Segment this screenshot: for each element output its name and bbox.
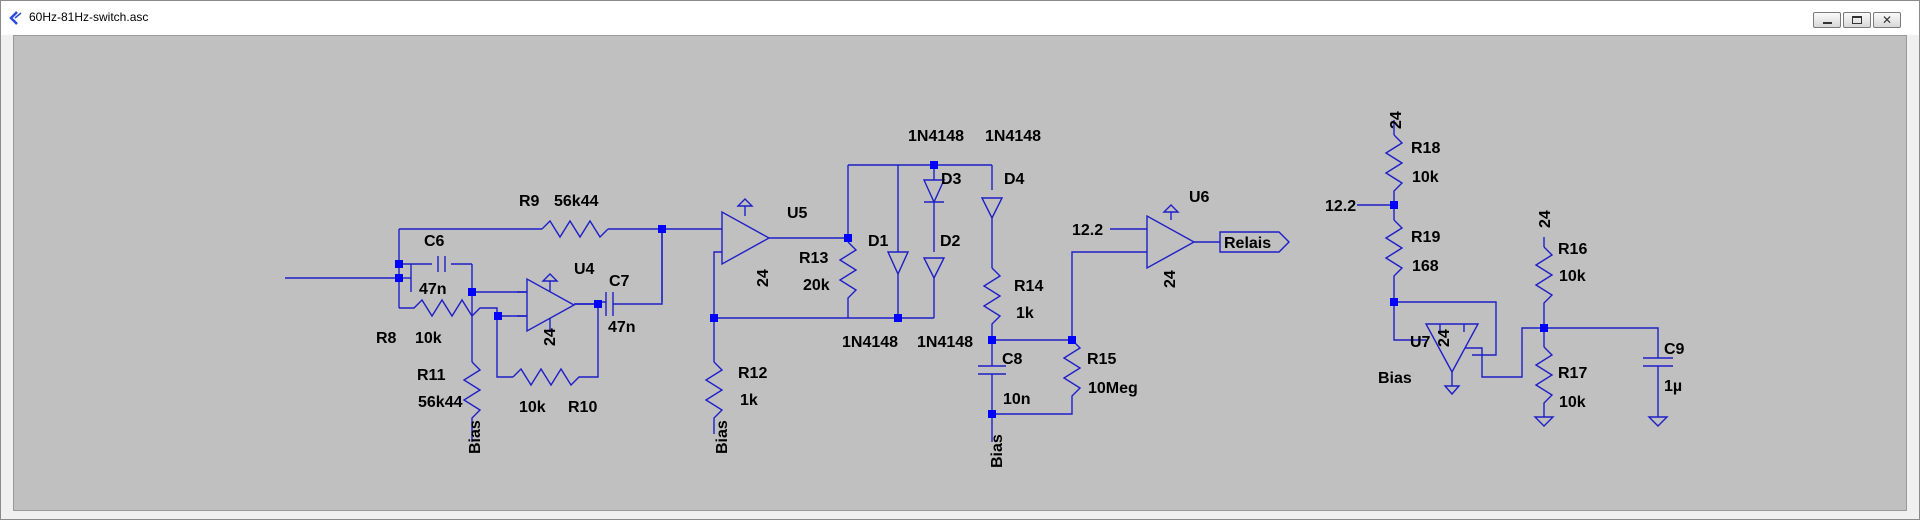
label-r15: R15 bbox=[1087, 351, 1116, 368]
label-r17-value: 10k bbox=[1559, 394, 1586, 411]
label-r8: R8 bbox=[376, 330, 397, 347]
close-button[interactable]: ✕ bbox=[1873, 12, 1901, 28]
label-u6-supply: 24 bbox=[1162, 270, 1179, 288]
ltspice-icon bbox=[9, 11, 22, 25]
label-d2: D2 bbox=[940, 233, 961, 250]
window-title: 60Hz-81Hz-switch.asc bbox=[29, 10, 149, 24]
label-r19: R19 bbox=[1411, 229, 1440, 246]
label-r12: R12 bbox=[738, 365, 767, 382]
label-d1: D1 bbox=[868, 233, 889, 250]
label-r18: R18 bbox=[1411, 140, 1440, 157]
label-r9: R9 bbox=[519, 193, 540, 210]
label-c7: C7 bbox=[609, 273, 630, 290]
label-r17: R17 bbox=[1558, 365, 1587, 382]
label-u7-supply: 24 bbox=[1436, 329, 1453, 347]
label-relais: Relais bbox=[1224, 235, 1271, 252]
label-c7-value: 47n bbox=[608, 319, 636, 336]
label-r9-value: 56k44 bbox=[554, 193, 599, 210]
label-c6: C6 bbox=[424, 233, 445, 250]
wires bbox=[285, 120, 1673, 442]
label-u6-input: 12.2 bbox=[1072, 222, 1103, 239]
label-c8: C8 bbox=[1002, 351, 1023, 368]
maximize-button[interactable] bbox=[1843, 12, 1871, 28]
label-u5: U5 bbox=[787, 205, 808, 222]
label-r19-value: 168 bbox=[1412, 258, 1439, 275]
label-r13: R13 bbox=[799, 250, 828, 267]
label-bias-1: Bias bbox=[467, 420, 484, 454]
label-r8-value: 10k bbox=[415, 330, 442, 347]
label-d3: D3 bbox=[941, 171, 962, 188]
label-r18-value: 10k bbox=[1412, 169, 1439, 186]
maximize-icon bbox=[1852, 16, 1862, 24]
close-icon: ✕ bbox=[1881, 13, 1893, 27]
label-c6-value: 47n bbox=[419, 281, 447, 298]
circuit-schematic: R9 56k44 C6 47n R8 10k R11 56k44 Bias U4… bbox=[285, 111, 1685, 468]
label-r11-value: 56k44 bbox=[418, 394, 463, 411]
label-r15-value: 10Meg bbox=[1088, 380, 1138, 397]
label-r11: R11 bbox=[417, 367, 446, 384]
label-c8-value: 10n bbox=[1003, 391, 1031, 408]
label-r16-supply: 24 bbox=[1537, 210, 1554, 228]
component-labels: R9 56k44 C6 47n R8 10k R11 56k44 Bias U4… bbox=[376, 111, 1685, 468]
label-r12-value: 1k bbox=[740, 392, 758, 409]
label-u4: U4 bbox=[574, 261, 595, 278]
label-c9-value: 1µ bbox=[1664, 378, 1682, 395]
minimize-icon bbox=[1823, 22, 1832, 24]
label-r10: R10 bbox=[568, 399, 597, 416]
label-ref-voltage: 12.2 bbox=[1325, 198, 1356, 215]
label-r10-value: 10k bbox=[519, 399, 546, 416]
label-r16-value: 10k bbox=[1559, 268, 1586, 285]
label-d1-type: 1N4148 bbox=[842, 334, 898, 351]
label-d4: D4 bbox=[1004, 171, 1025, 188]
label-d4-type: 1N4148 bbox=[985, 128, 1041, 145]
label-r14-value: 1k bbox=[1016, 305, 1034, 322]
label-c9: C9 bbox=[1664, 341, 1685, 358]
label-r14: R14 bbox=[1014, 278, 1043, 295]
label-u7: U7 bbox=[1410, 334, 1431, 351]
title-bar[interactable]: 60Hz-81Hz-switch.asc ✕ bbox=[1, 1, 1919, 35]
label-bias-4: Bias bbox=[1378, 370, 1412, 387]
schematic-canvas[interactable]: R9 56k44 C6 47n R8 10k R11 56k44 Bias U4… bbox=[13, 35, 1907, 511]
label-u5-supply: 24 bbox=[755, 269, 772, 287]
label-d2-type: 1N4148 bbox=[917, 334, 973, 351]
label-d3-type: 1N4148 bbox=[908, 128, 964, 145]
label-r13-value: 20k bbox=[803, 277, 830, 294]
minimize-button[interactable] bbox=[1813, 12, 1841, 28]
label-u4-supply: 24 bbox=[542, 328, 559, 346]
label-u6: U6 bbox=[1189, 189, 1210, 206]
label-bias-2: Bias bbox=[714, 420, 731, 454]
label-r18-supply: 24 bbox=[1388, 111, 1405, 129]
label-bias-3: Bias bbox=[989, 434, 1006, 468]
junctions bbox=[395, 161, 1548, 418]
label-r16: R16 bbox=[1558, 241, 1587, 258]
